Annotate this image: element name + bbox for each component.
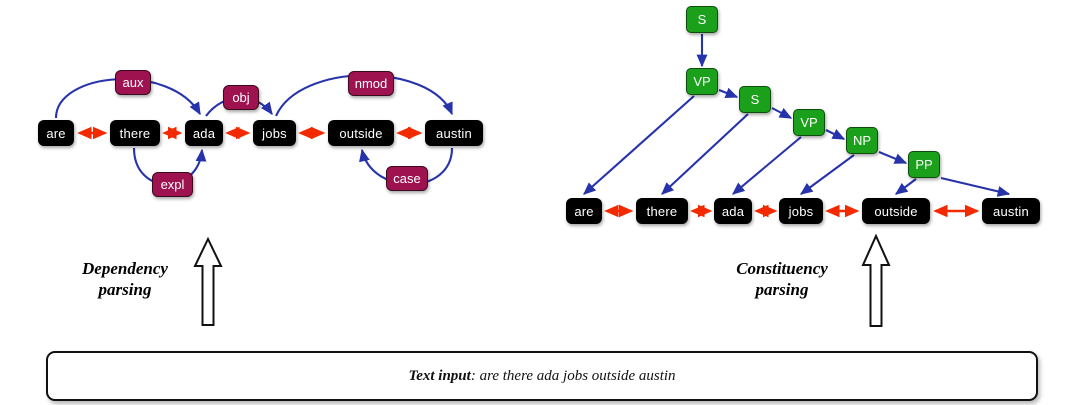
con-word-label: jobs (788, 203, 814, 219)
constituency-up-arrow (861, 233, 891, 327)
dep-word-label: are (46, 125, 66, 141)
tree-edge-s2-vp2 (771, 107, 793, 119)
dep-relation-obj[interactable]: obj (223, 85, 259, 110)
con-word-there[interactable]: there (636, 198, 688, 224)
dep-relation-aux[interactable]: aux (115, 70, 151, 95)
dep-word-are[interactable]: are (38, 120, 74, 146)
phrase-node-label: S (697, 12, 707, 27)
dep-relation-label: aux (122, 75, 144, 90)
tree-edge-np-pp (878, 151, 908, 164)
con-word-ada[interactable]: ada (714, 198, 752, 224)
con-word-austin[interactable]: austin (982, 198, 1040, 224)
dep-relation-label: case (393, 171, 421, 186)
caption-line-2: parsing (755, 280, 809, 300)
text-input-value: are there ada jobs outside austin (479, 367, 676, 384)
phrase-node-label: VP (800, 115, 818, 130)
text-input-content: Text input: are there ada jobs outside a… (408, 368, 675, 385)
dependency-parsing-caption: Dependency parsing (60, 258, 190, 301)
dep-relation-case[interactable]: case (386, 166, 428, 191)
phrase-node-vp-2[interactable]: VP (793, 109, 825, 136)
tree-edge-pp-outside (894, 178, 917, 195)
dep-relation-label: nmod (354, 76, 388, 91)
caption-line-1: Constituency (736, 259, 828, 278)
text-input-prefix: Text input (408, 367, 471, 384)
dep-relation-expl[interactable]: expl (152, 172, 193, 197)
dep-word-outside[interactable]: outside (328, 120, 394, 146)
tree-edge-s2-there (661, 113, 749, 195)
con-word-are[interactable]: are (566, 198, 602, 224)
dep-word-austin[interactable]: austin (425, 120, 483, 146)
con-word-label: there (646, 203, 678, 219)
dep-relation-label: obj (232, 90, 250, 105)
dep-word-label: outside (339, 125, 383, 141)
phrase-node-label: PP (915, 157, 933, 172)
constituency-parsing-caption: Constituency parsing (712, 258, 852, 301)
tree-edge-vp2-np (825, 129, 846, 140)
phrase-node-s-2[interactable]: S (739, 86, 771, 113)
phrase-node-label: VP (693, 74, 711, 89)
con-word-label: outside (874, 203, 918, 219)
dep-word-ada[interactable]: ada (185, 120, 223, 146)
constituency-tree-edges (583, 34, 1011, 197)
dep-relation-label: expl (160, 177, 185, 192)
tree-edge-vp1-are (583, 95, 695, 195)
phrase-node-label: NP (852, 133, 872, 148)
dep-word-there[interactable]: there (110, 120, 160, 146)
con-word-jobs[interactable]: jobs (779, 198, 823, 224)
text-input-separator: : (470, 367, 480, 384)
tree-edge-pp-austin (940, 176, 1011, 197)
dependency-up-arrow (193, 236, 223, 326)
caption-line-1: Dependency (82, 259, 168, 278)
dep-word-label: there (119, 125, 151, 141)
caption-line-2: parsing (98, 280, 152, 300)
con-word-outside[interactable]: outside (862, 198, 930, 224)
dep-word-label: ada (192, 125, 216, 141)
con-word-label: are (574, 203, 594, 219)
tree-edge-vp2-ada (732, 136, 802, 195)
tree-edge-np-jobs (799, 154, 855, 195)
dep-word-label: austin (436, 125, 472, 141)
dep-word-label: jobs (262, 125, 287, 141)
direction-arrows (193, 233, 891, 327)
phrase-node-np[interactable]: NP (846, 127, 878, 154)
phrase-node-s-root[interactable]: S (686, 6, 718, 33)
dep-word-jobs[interactable]: jobs (253, 120, 296, 146)
phrase-node-vp-1[interactable]: VP (686, 68, 718, 95)
con-word-label: ada (721, 203, 745, 219)
con-word-label: austin (993, 203, 1029, 219)
tree-edge-vp1-s2 (718, 87, 739, 98)
text-input-bar[interactable]: Text input: are there ada jobs outside a… (46, 351, 1038, 401)
dep-relation-nmod[interactable]: nmod (348, 71, 394, 96)
phrase-node-label: S (750, 92, 760, 107)
phrase-node-pp[interactable]: PP (908, 151, 940, 178)
